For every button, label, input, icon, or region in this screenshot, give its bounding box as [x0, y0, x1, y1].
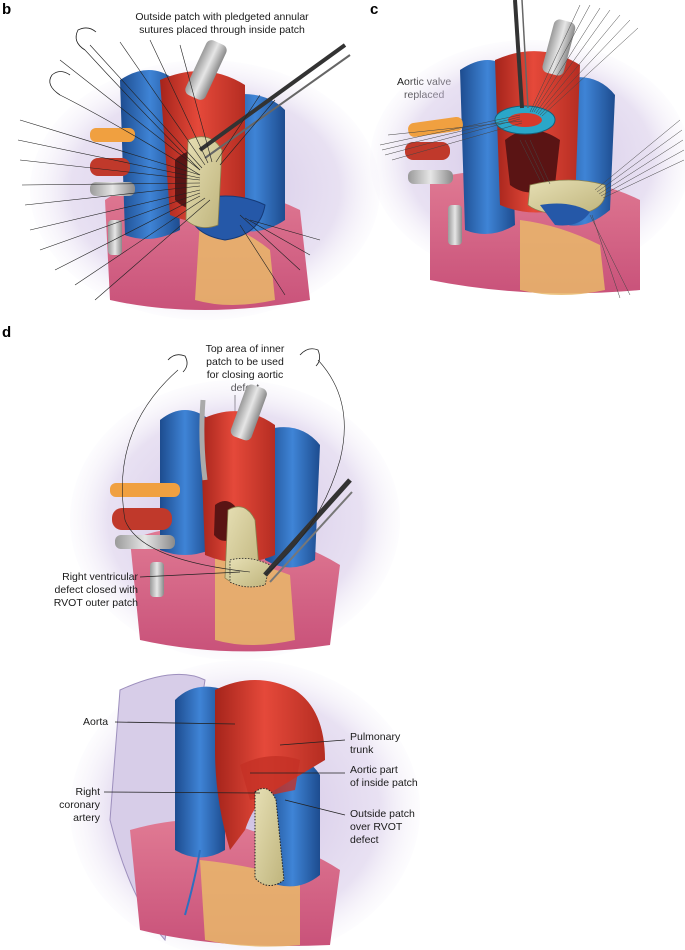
panel-d-cannula-top [230, 384, 267, 441]
panel-c: c Aortic valve replaced [370, 0, 685, 299]
panel-e-rca-leader [103, 791, 261, 794]
panel-d-needle-left [167, 354, 188, 373]
panel-b-suture-fan [17, 39, 321, 301]
panel-letter-d: d [2, 324, 11, 341]
panel-b-forceps [198, 43, 347, 152]
panel-e-aorta-label: Aorta [83, 716, 108, 728]
panel-b-epicardial-fat [195, 220, 275, 305]
panel-e-pulmonary-label-line1: Pulmonary [350, 731, 401, 743]
panel-d-suture-left [122, 369, 251, 573]
panel-d-forceps-jaw [269, 491, 353, 583]
panel-d-top-label-line2: patch to be used [206, 356, 284, 368]
panel-c-valve-holder-shaft [521, 0, 529, 109]
panel-b-cannula-gray [90, 182, 135, 196]
panel-e-pulmonary-label-line2: trunk [350, 744, 374, 756]
panel-e-outside-patch [254, 787, 285, 886]
panel-e-pulmonary-trunk [240, 756, 300, 800]
panel-b-needle-1 [49, 71, 71, 96]
panel-c-blue-backing [540, 203, 590, 226]
panel-d: d Top area of inner patch to be used for… [2, 324, 400, 660]
panel-e-outside-label-line1: Outside patch [350, 808, 415, 820]
panel-e-outside-label-line2: over RVOT [350, 821, 403, 833]
panel-d-retractor [150, 562, 164, 597]
panel-e-outside-label-line3: defect [350, 834, 379, 846]
panel-c-cannula-orange [408, 116, 463, 137]
panel-b-cannula-top [185, 40, 227, 100]
panel-d-suture-right [264, 359, 345, 576]
panel-b-forceps-jaw [204, 54, 351, 159]
panel-b-cannula-red [90, 158, 130, 176]
panel-d-cannula-orange [110, 483, 180, 497]
panel-c-suture-bundles [379, 4, 685, 299]
panel-d-needle-right [299, 348, 320, 367]
panel-e-pulmonary-left [175, 686, 225, 858]
panel-letter-b: b [2, 1, 11, 18]
panel-d-left-label-line3: RVOT outer patch [54, 597, 138, 609]
panel-d-cannula-red [112, 508, 172, 530]
panel-b-retractor [108, 220, 122, 255]
panel-b-label-line1: Outside patch with pledgeted annular [135, 11, 309, 23]
panel-c-cannula-red [405, 142, 450, 160]
panel-letter-c: c [370, 1, 378, 18]
panel-e-aortic-part-label-line1: Aortic part [350, 764, 398, 776]
panel-e: Aorta Pulmonary trunk Aortic part of ins… [59, 660, 420, 950]
panel-c-valve-orifice [508, 113, 542, 127]
panel-d-cannula-gray [115, 535, 175, 549]
panel-d-left-label-line2: defect closed with [55, 584, 139, 596]
panel-d-pulmonary-left [160, 410, 210, 555]
panel-e-aorta-leader [114, 721, 236, 725]
panel-b-label-line2: sutures placed through inside patch [139, 24, 305, 36]
panel-d-forceps [263, 478, 352, 577]
panel-b: b Outside patch with pledgeted annular s… [2, 1, 380, 320]
panel-d-left-leader [139, 571, 241, 578]
panel-d-left-label-line1: Right ventricular [62, 571, 138, 583]
panel-c-ventricular-opening [505, 130, 560, 193]
panel-b-cannula-orange [90, 128, 135, 142]
panel-e-rca-label-line1: Right [75, 786, 100, 798]
panel-c-valve-holder [513, 0, 524, 109]
panel-d-outer-patch [229, 557, 271, 588]
panel-e-outside-leader [284, 799, 346, 816]
panel-c-cannula-top [542, 19, 576, 76]
panel-d-top-label-line1: Top area of inner [206, 343, 285, 355]
panel-e-rca-label-line2: coronary [59, 799, 101, 811]
panel-e-aortic-part-label-line2: of inside patch [350, 777, 418, 789]
panel-e-pulmonary-leader [279, 739, 346, 746]
panel-c-epicardial-fat [520, 220, 605, 295]
panel-e-rca-label-line3: artery [73, 812, 101, 824]
panel-d-top-label-line3: for closing aortic [207, 369, 283, 381]
panel-c-retractor [448, 205, 462, 245]
panel-b-needle-2 [75, 27, 97, 51]
panel-c-cannula-gray [408, 170, 453, 184]
panel-d-vent-line [199, 399, 208, 481]
panel-e-coronary-vessel [184, 849, 201, 916]
